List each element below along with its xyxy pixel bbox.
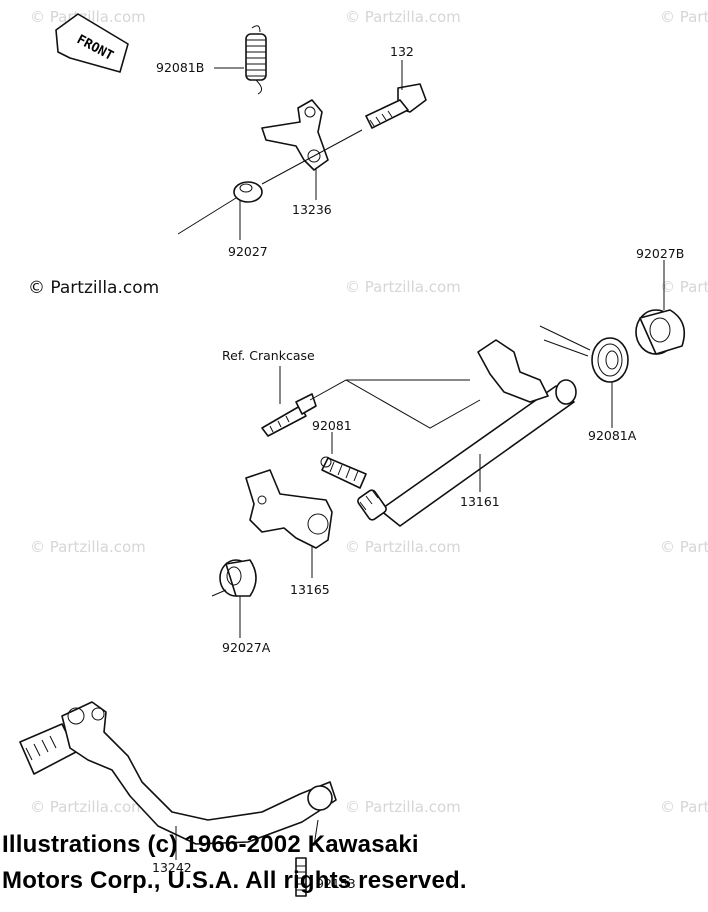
collar-92027b bbox=[635, 309, 686, 355]
watermark: © Partzilla.com bbox=[660, 8, 708, 26]
crankcase-pin bbox=[261, 393, 317, 437]
label-13165: 13165 bbox=[290, 582, 330, 597]
watermark: © Partzilla.com bbox=[30, 8, 146, 26]
watermark: © Partzilla.com bbox=[660, 538, 708, 556]
bolt-132 bbox=[365, 83, 427, 129]
watermark: © Partzilla.com bbox=[345, 798, 461, 816]
shift-pedal-13242 bbox=[19, 701, 337, 845]
watermark: © Partzilla.com bbox=[345, 8, 461, 26]
bolt-92153 bbox=[295, 819, 319, 897]
collar-92027 bbox=[233, 181, 263, 203]
collar-92027a bbox=[219, 559, 257, 597]
label-92081b: 92081B bbox=[156, 60, 204, 75]
bracket-13236 bbox=[261, 99, 329, 171]
axis-line-top bbox=[261, 129, 363, 185]
spring-92081 bbox=[320, 456, 367, 489]
leader-ref-crankcase bbox=[279, 366, 481, 429]
front-arrow-icon: FRONT bbox=[55, 13, 129, 73]
watermark: © Partzilla.com bbox=[660, 798, 708, 816]
label-92153: 92153 bbox=[316, 876, 356, 891]
watermarks: © Partzilla.com © Partzilla.com © Partzi… bbox=[30, 8, 708, 816]
label-92081a: 92081A bbox=[588, 428, 637, 443]
label-92027a: 92027A bbox=[222, 640, 271, 655]
label-92081: 92081 bbox=[312, 418, 352, 433]
watermark-main: © Partzilla.com bbox=[28, 278, 159, 298]
watermark: © Partzilla.com bbox=[345, 278, 461, 296]
watermark: © Partzilla.com bbox=[30, 798, 146, 816]
copyright-line-2: Motors Corp., U.S.A. All rights reserved… bbox=[2, 867, 467, 894]
label-13236: 13236 bbox=[292, 202, 332, 217]
label-13161: 13161 bbox=[460, 494, 500, 509]
plate-13165 bbox=[245, 469, 333, 549]
leader-92027 bbox=[177, 197, 241, 240]
watermark: © Partzilla.com bbox=[660, 278, 708, 296]
label-132: 132 bbox=[390, 44, 414, 59]
label-13242: 13242 bbox=[152, 860, 192, 875]
label-ref-crankcase: Ref. Crankcase bbox=[222, 348, 315, 363]
label-92027: 92027 bbox=[228, 244, 268, 259]
spring-92081a bbox=[539, 325, 629, 383]
watermark: © Partzilla.com bbox=[30, 538, 146, 556]
spring-92081b bbox=[245, 25, 267, 95]
leader-92027a bbox=[211, 589, 241, 638]
shift-shaft-13161 bbox=[357, 339, 577, 527]
watermark: © Partzilla.com bbox=[345, 538, 461, 556]
copyright-line-1: Illustrations (c) 1966-2002 Kawasaki bbox=[2, 831, 419, 858]
label-92027b: 92027B bbox=[636, 246, 684, 261]
